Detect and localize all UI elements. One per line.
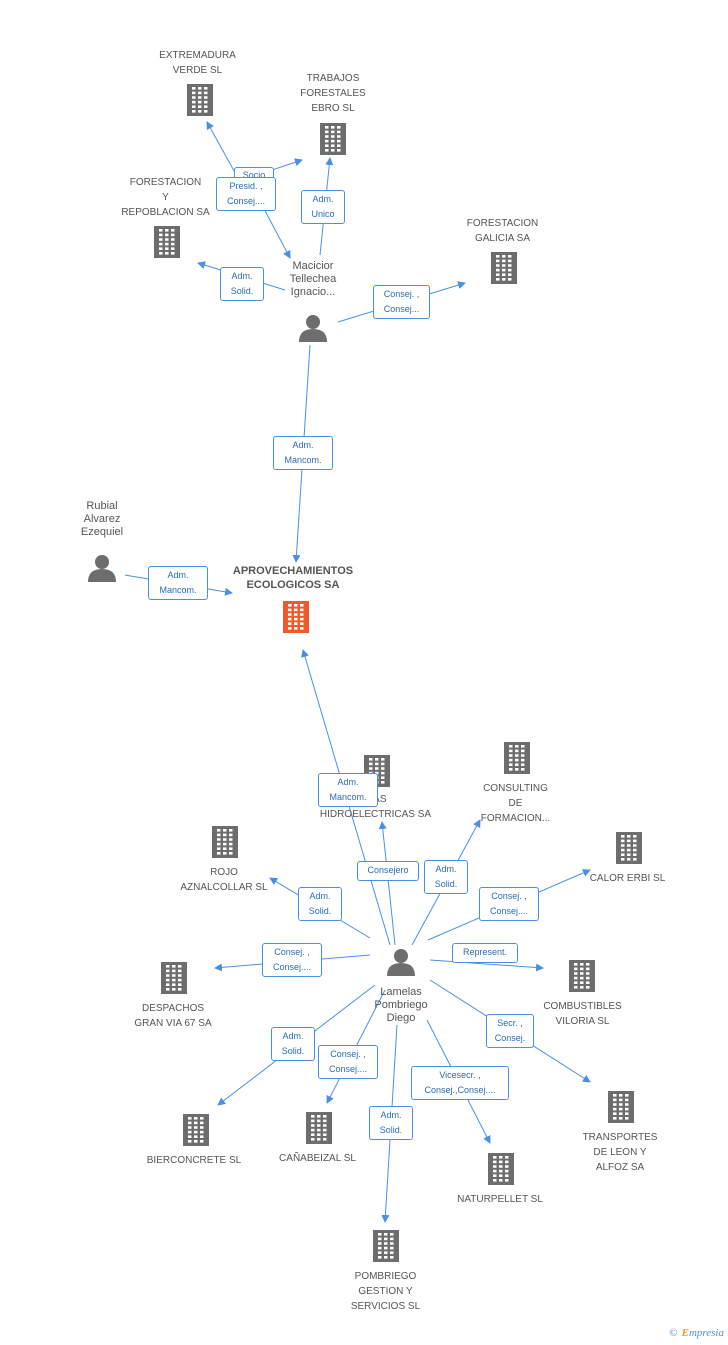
company-label-calor[interactable]: CALOR ERBI SL (589, 873, 666, 884)
company-label-bierconcrete[interactable]: BIERCONCRETE SL (146, 1155, 242, 1166)
company-label-forestacion-galicia[interactable]: FORESTACION GALICIA SA (466, 218, 539, 244)
edge-lamelas-combustibles (429, 959, 544, 972)
company-label-combustibles[interactable]: COMBUSTIBLES VILORIA SL (543, 1001, 622, 1027)
building-icon-combustibles[interactable] (569, 960, 595, 992)
edge-label-represent[interactable]: Represent. (452, 943, 518, 963)
company-label-trabajos[interactable]: TRABAJOS FORESTALES EBRO SL (300, 73, 366, 114)
company-label-transportes[interactable]: TRANSPORTES DE LEON Y ALFOZ SA (582, 1132, 658, 1173)
edge-label-adm-mancom-lamelas[interactable]: Adm. Mancom. (318, 773, 378, 807)
building-icon-bierconcrete[interactable] (183, 1114, 209, 1146)
building-icon-despachos[interactable] (161, 962, 187, 994)
copyright-icon: © (669, 1327, 678, 1339)
edge-label-adm-solid-bierconcrete[interactable]: Adm. Solid. (271, 1027, 315, 1061)
empresia-logo-text: mpresia (688, 1327, 724, 1339)
edge-label-consej-galicia[interactable]: Consej. , Consej... (373, 285, 430, 319)
edge-label-consejero[interactable]: Consejero (357, 861, 419, 881)
edge-label-presid[interactable]: Presid. , Consej.... (216, 177, 276, 211)
edge-label-adm-mancom-macicior[interactable]: Adm. Mancom. (273, 436, 333, 470)
building-icon-trabajos[interactable] (320, 123, 346, 155)
edge-label-adm-solid-repoblacion[interactable]: Adm. Solid. (220, 267, 264, 301)
edge-label-adm-solid-rojo[interactable]: Adm. Solid. (298, 887, 342, 921)
edge-label-adm-solid-pombriego[interactable]: Adm. Solid. (369, 1106, 413, 1140)
edge-label-adm-solid-consulting[interactable]: Adm. Solid. (424, 860, 468, 894)
edge-label-consej-calor[interactable]: Consej. , Consej.... (479, 887, 539, 921)
edge-label-consej-despachos[interactable]: Consej. , Consej.... (262, 943, 322, 977)
building-icon-forestacion-repoblacion[interactable] (154, 226, 180, 258)
company-label-consulting[interactable]: CONSULTING DE FORMACION... (480, 783, 551, 824)
center-company-label[interactable]: APROVECHAMIENTOS ECOLOGICOS SA (232, 565, 354, 591)
person-icon-lamelas[interactable] (387, 949, 415, 976)
building-icon-naturpellet[interactable] (488, 1153, 514, 1185)
edge-label-secr[interactable]: Secr. , Consej. (486, 1014, 534, 1048)
company-label-forestacion-repoblacion[interactable]: FORESTACION Y REPOBLACION SA (121, 177, 210, 218)
building-icon-rojo[interactable] (212, 826, 238, 858)
empresia-logo-e: E (681, 1327, 689, 1339)
empresia-footer[interactable]: ©Empresia (669, 1327, 724, 1339)
building-icon-calor[interactable] (616, 832, 642, 864)
building-icon-canabeizal[interactable] (306, 1112, 332, 1144)
company-label-pombriego[interactable]: POMBRIEGO GESTION Y SERVICIOS SL (350, 1271, 421, 1312)
company-label-despachos[interactable]: DESPACHOS GRAN VIA 67 SA (134, 1003, 212, 1029)
building-icon-pombriego[interactable] (373, 1230, 399, 1262)
building-icon-center[interactable] (283, 601, 309, 633)
building-icon-transportes[interactable] (608, 1091, 634, 1123)
edge-lamelas-hidro (378, 821, 396, 946)
person-label-lamelas[interactable]: Lamelas Pombriego Diego (374, 986, 428, 1024)
edge-label-adm-unico[interactable]: Adm. Unico (301, 190, 345, 224)
building-icon-extremadura[interactable] (187, 84, 213, 116)
company-label-extremadura[interactable]: EXTREMADURA VERDE SL (159, 50, 236, 76)
building-icon-forestacion-galicia[interactable] (491, 252, 517, 284)
person-icon-rubial[interactable] (88, 555, 116, 582)
person-label-macicior[interactable]: Macicior Tellechea Ignacio... (289, 260, 337, 298)
edge-macicior-extremadura (206, 121, 239, 179)
edge-label-vicesecr[interactable]: Vicesecr. , Consej.,Consej.... (411, 1066, 509, 1100)
company-label-canabeizal[interactable]: CAÑABEIZAL SL (279, 1153, 356, 1164)
edge-label-adm-mancom-rubial[interactable]: Adm. Mancom. (148, 566, 208, 600)
company-label-naturpellet[interactable]: NATURPELLET SL (457, 1194, 543, 1205)
building-icon-consulting[interactable] (504, 742, 530, 774)
person-label-rubial[interactable]: Rubial Alvarez Ezequiel (80, 500, 124, 538)
company-label-rojo[interactable]: ROJO AZNALCOLLAR SL (180, 867, 268, 893)
edge-label-consej-canabeizal[interactable]: Consej. , Consej.... (318, 1045, 378, 1079)
edge-macicior-presid-line (261, 204, 291, 259)
person-icon-macicior[interactable] (299, 315, 327, 342)
